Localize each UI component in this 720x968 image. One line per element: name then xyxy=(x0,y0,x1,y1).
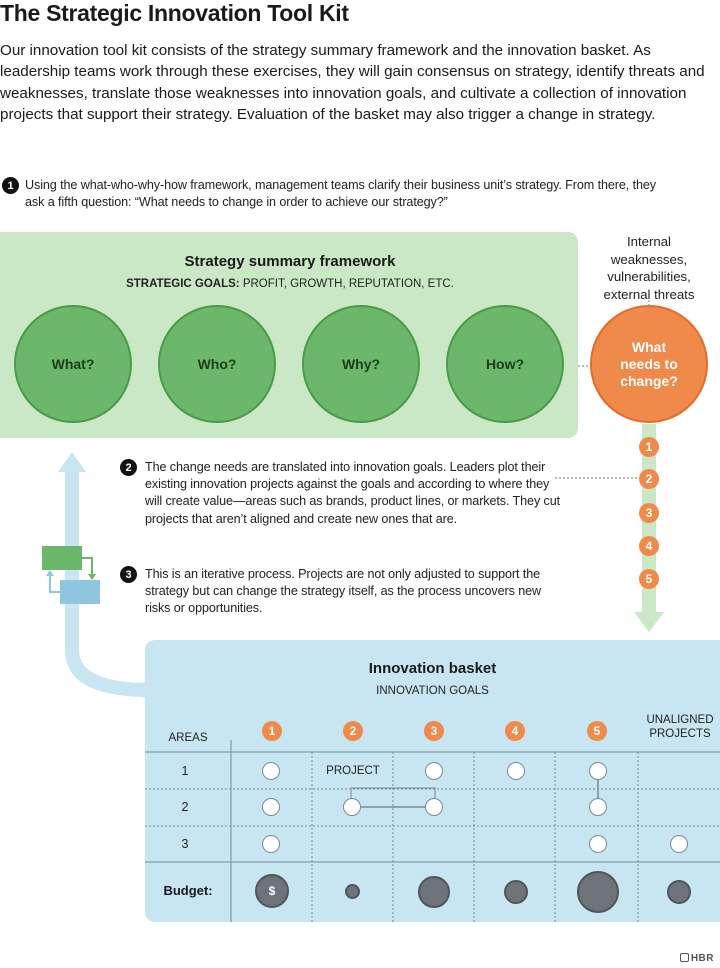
areas-label: AREAS xyxy=(168,732,208,744)
basket-grid xyxy=(145,740,720,922)
brand-text: HBR xyxy=(690,953,714,964)
strategy-goals-text: PROFIT, GROWTH, REPUTATION, ETC. xyxy=(239,278,454,290)
step-3-text: This is an iterative process. Projects a… xyxy=(145,567,542,616)
budget-label: Budget: xyxy=(163,883,213,898)
step-2-text: The change needs are translated into inn… xyxy=(145,460,561,526)
strategy-goals-label: STRATEGIC GOALS: xyxy=(126,278,240,290)
change-question: What needs to change? xyxy=(590,305,708,423)
project-circle xyxy=(589,835,607,853)
project-circle xyxy=(262,835,280,853)
question-why: Why? xyxy=(302,305,420,423)
row-area-1: 1 xyxy=(181,764,189,778)
row-area-2: 2 xyxy=(181,800,189,814)
project-circle xyxy=(589,762,607,780)
question-who: Who? xyxy=(158,305,276,423)
intro-paragraph: Our innovation tool kit consists of the … xyxy=(0,42,705,123)
project-label: PROJECT xyxy=(326,765,380,777)
goal-number-1: 1 xyxy=(639,437,659,457)
basket-goal-3: 3 xyxy=(424,721,444,741)
row-area-3: 3 xyxy=(181,837,189,851)
project-circle xyxy=(425,762,443,780)
unaligned-label: UNALIGNED PROJECTS xyxy=(646,714,714,740)
budget-dot-goal-3 xyxy=(418,876,450,908)
project-circle xyxy=(262,798,280,816)
basket-panel xyxy=(145,640,720,922)
budget-dot-goal-2 xyxy=(345,884,360,899)
basket-goal-1: 1 xyxy=(262,721,282,741)
project-circle xyxy=(343,798,361,816)
basket-subtitle: INNOVATION GOALS xyxy=(376,685,489,697)
basket-goal-4: 4 xyxy=(505,721,525,741)
brand-mark: HBR xyxy=(679,953,714,964)
down-arrow-head xyxy=(634,612,664,632)
iteration-icon xyxy=(42,546,100,604)
project-circle xyxy=(507,762,525,780)
hbr-logo-icon xyxy=(679,953,689,962)
budget-dot-goal-5 xyxy=(577,871,619,913)
goal-number-3: 3 xyxy=(639,503,659,523)
goal-number-4: 4 xyxy=(639,536,659,556)
step-3-badge: 3 xyxy=(120,566,137,583)
basket-title: Innovation basket xyxy=(368,660,497,677)
step-1-badge: 1 xyxy=(2,177,19,194)
strategy-goals: STRATEGIC GOALS: PROFIT, GROWTH, REPUTAT… xyxy=(0,278,580,290)
question-how: How? xyxy=(446,305,564,423)
step-2-badge: 2 xyxy=(120,459,137,476)
budget-dot-goal-1: $ xyxy=(255,874,289,908)
weaknesses-label: Internal weaknesses, vulnerabilities, ex… xyxy=(603,234,695,302)
page-title: The Strategic Innovation Tool Kit xyxy=(0,0,349,26)
strategy-title: Strategy summary framework xyxy=(184,253,396,270)
goal-number-5: 5 xyxy=(639,569,659,589)
budget-dot-goal-4 xyxy=(504,880,528,904)
basket-goal-2: 2 xyxy=(343,721,363,741)
project-circle xyxy=(589,798,607,816)
step-1-text: Using the what-who-why-how framework, ma… xyxy=(25,178,656,210)
project-circle xyxy=(425,798,443,816)
basket-goal-5: 5 xyxy=(587,721,607,741)
feedback-arrow-shaft xyxy=(65,470,151,697)
project-circle xyxy=(670,835,688,853)
budget-dot-unaligned xyxy=(667,880,691,904)
goal-number-2: 2 xyxy=(639,469,659,489)
project-circle xyxy=(262,762,280,780)
question-what: What? xyxy=(14,305,132,423)
feedback-arrow-head xyxy=(58,452,86,472)
